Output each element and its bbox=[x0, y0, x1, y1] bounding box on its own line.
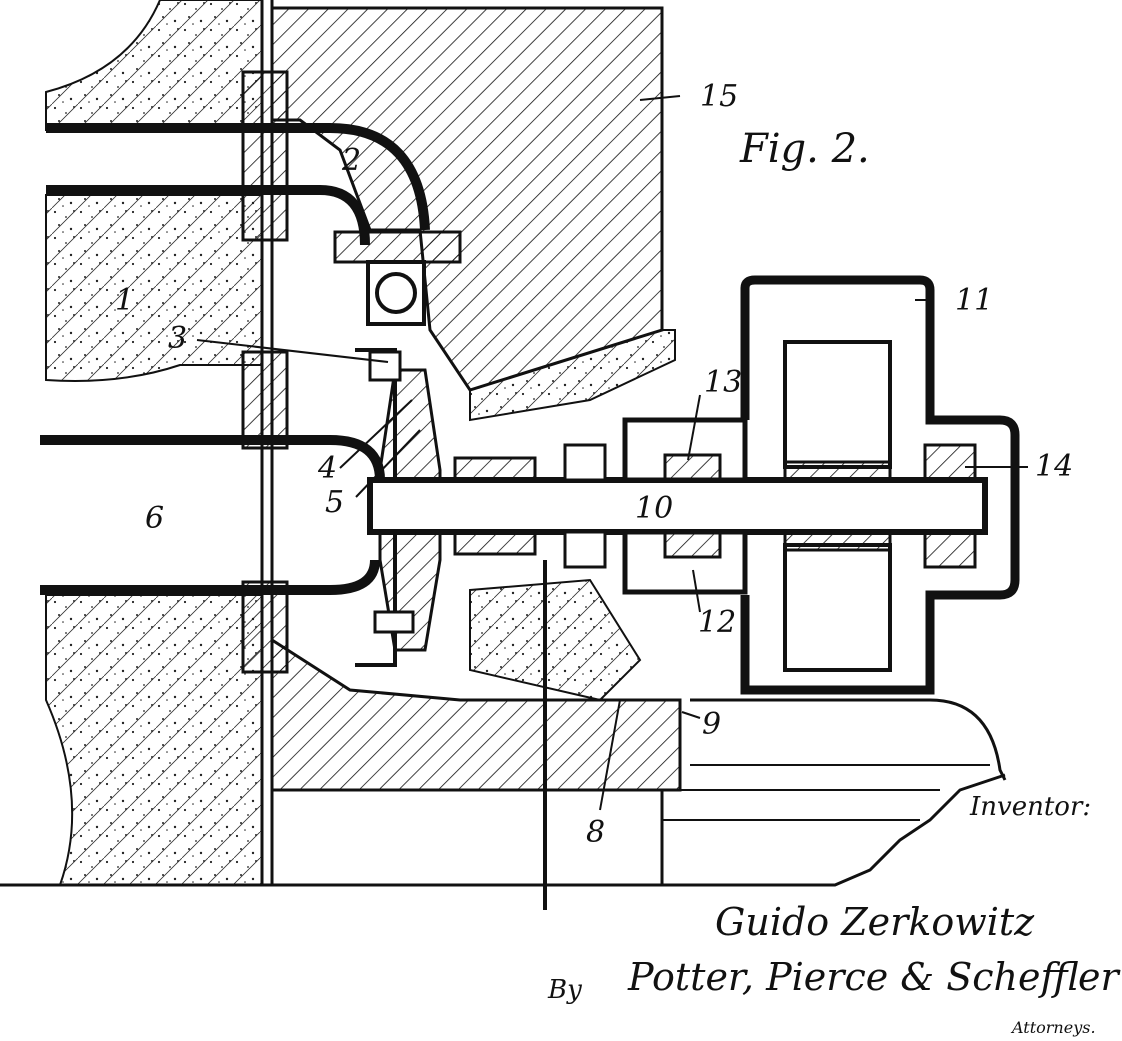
ref-9: 9 bbox=[702, 707, 721, 742]
generator-housing bbox=[740, 275, 1020, 695]
foundation bbox=[272, 560, 1007, 910]
ref-2: 2 bbox=[341, 143, 361, 178]
attorneys-names: Potter, Pierce & Scheffler bbox=[627, 955, 1121, 999]
dam-concrete bbox=[0, 0, 274, 887]
ref-11: 11 bbox=[955, 283, 993, 318]
valve-box bbox=[366, 260, 426, 326]
attorneys-label: Attorneys. bbox=[1010, 1018, 1096, 1037]
figure-label: Fig. 2. bbox=[739, 126, 870, 172]
inventor-name: Guido Zerkowitz bbox=[715, 900, 1035, 944]
inventor-label: Inventor: bbox=[969, 792, 1091, 822]
ref-10: 10 bbox=[635, 491, 673, 526]
ref-3: 3 bbox=[168, 321, 187, 356]
inlet-pipe bbox=[46, 70, 462, 264]
ref-4: 4 bbox=[317, 451, 337, 486]
ref-15: 15 bbox=[700, 79, 738, 114]
by-label: By bbox=[547, 975, 582, 1005]
ref-8: 8 bbox=[586, 815, 605, 850]
ref-12: 12 bbox=[698, 605, 736, 640]
ref-13: 13 bbox=[704, 365, 742, 400]
ref-1: 1 bbox=[115, 283, 134, 318]
leader-lines bbox=[196, 95, 1028, 811]
ref-6: 6 bbox=[145, 501, 164, 536]
bearing-13-12 bbox=[622, 417, 748, 595]
ref-14: 14 bbox=[1035, 449, 1073, 484]
ref-5: 5 bbox=[325, 485, 344, 520]
